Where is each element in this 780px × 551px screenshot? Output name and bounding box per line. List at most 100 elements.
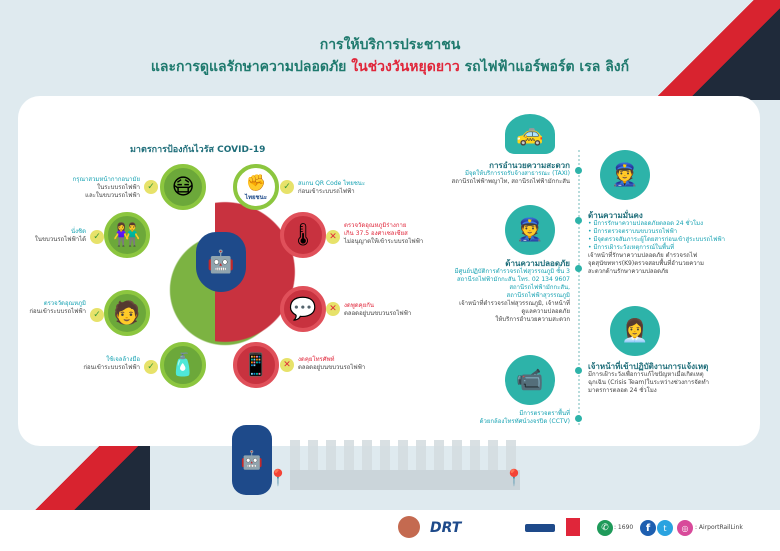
thaichana-qr-icon: ✊ไทยชนะ: [233, 164, 279, 210]
security-guards-icon: 👮: [600, 150, 650, 200]
timeline-dot: [575, 217, 582, 224]
title-part: และการดูแลรักษาความปลอดภัย: [150, 59, 352, 75]
item-line: ตรวจวัดอุณหภูมิ: [43, 300, 86, 307]
item-line: กรุณาสวมหน้ากากอนามัย: [72, 176, 140, 183]
section-title: การอำนวยความสะดวก: [489, 161, 570, 170]
title-line-2: และการดูแลรักษาความปลอดภัย ในช่วงวันหยุด…: [0, 56, 780, 78]
facebook-icon[interactable]: f: [640, 520, 656, 536]
bullet: • มีจุดตรวจสัมภาระผู้โดยสารก่อนเข้าสู่ระ…: [588, 236, 725, 243]
timeline-dot: [575, 367, 582, 374]
phone-icon[interactable]: ✆: [597, 520, 613, 536]
covid-item-qr: สแกน QR Code ไทยชนะก่อนเข้าระบบรถไฟฟ้า: [298, 180, 365, 196]
item-line: ให้บริการอำนวยความสะดวก: [495, 316, 570, 323]
item-line: จุดสุนัขทหาร(K9)ตรวจสอบพื้นที่อำนวยความ: [588, 260, 704, 267]
item-line: ฉุกเฉิน (Crisis Team)ในระหว่างช่วงการจัด…: [588, 379, 709, 386]
sit-together-icon: 👫: [104, 212, 150, 258]
mask-icon: 😷: [160, 164, 206, 210]
item-line: สถานีรถไฟฟ้ามักกะสัน โทร. 02 134 9607: [456, 276, 570, 283]
item-line: มีศูนย์ปฏิบัติการตำรวจรถไฟสุวรรณภูมิ ชั้…: [454, 268, 570, 275]
item-line: งดคุยโทรศัพท์: [298, 356, 335, 363]
bullet: • มีการตรวจตราบนขบวนรถไฟฟ้า: [588, 228, 678, 235]
check-icon: ✓: [90, 230, 104, 244]
item-line: สถานีรถไฟฟ้าพญาไท, สถานีรถไฟฟ้ามักกะสัน: [451, 178, 570, 185]
item-line: มีการเฝ้าระวังเพื่อการแก้ไขปัญหาเมื่อเกิ…: [588, 371, 704, 378]
thaichana-label: ไทยชนะ: [245, 193, 267, 201]
convenience-block: การอำนวยความสะดวกมีจุดให้บริการรถรับจ้าง…: [420, 162, 570, 186]
mascot-icon: 🤖: [232, 425, 272, 495]
corner-decoration-top-right: [650, 0, 780, 100]
item-line: ก่อนเข้าระบบรถไฟฟ้า: [298, 188, 355, 195]
item-line: และในขบวนรถไฟฟ้า: [85, 192, 140, 199]
cross-icon: ✕: [326, 230, 340, 244]
covid-item-gel: ใช้เจลล้างมือก่อนเข้าระบบรถไฟฟ้า: [40, 356, 140, 372]
covid-item-temp-check: ตรวจวัดอุณหภูมิก่อนเข้าระบบรถไฟฟ้า: [10, 300, 86, 316]
map-pin-icon: 📍: [504, 468, 524, 487]
item-line: สถานีรถไฟฟ้าสุวรรณภูมิ: [506, 292, 570, 299]
operator-icon: 👩‍💼: [610, 306, 660, 356]
item-line: มีจุดให้บริการรถรับจ้างสาธารณะ (TAXI): [464, 170, 570, 177]
bullet-text: มีการรักษาความปลอดภัยตลอด 24 ชั่วโมง: [593, 220, 704, 227]
item-line: สถานีรถไฟฟ้ามักกะสัน,: [509, 284, 570, 291]
bullet-text: มีการตรวจตราบนขบวนรถไฟฟ้า: [593, 228, 678, 235]
title-part: รถไฟฟ้าแอร์พอร์ต เรล ลิงก์: [459, 59, 630, 75]
item-line: สแกน QR Code ไทยชนะ: [298, 180, 366, 187]
covid-heading: มาตรการป้องกันไวรัส COVID-19: [130, 145, 266, 155]
item-line: ในระบบรถไฟฟ้า: [97, 184, 140, 191]
arl-logo: [566, 518, 580, 536]
cctv-block: มีการตรวจตราพื้นที่ด้วยกล้องโทรทัศน์วงจร…: [420, 410, 570, 426]
timeline-dot: [575, 167, 582, 174]
item-line: เจ้าหน้าที่ตำรวจรถไฟสุวรรณภูมิ, เจ้าหน้า…: [459, 300, 570, 307]
item-line: ใช้เจลล้างมือ: [106, 356, 140, 363]
footer: DRT ✆ : 1690 f t ◎ : AirportRailLink: [0, 510, 780, 551]
instagram-icon[interactable]: ◎: [677, 520, 693, 536]
security-block: ด้านความมั่นคง • มีการรักษาความปลอดภัยตล…: [588, 212, 725, 276]
item-line: งดพูดคุยกัน: [344, 302, 374, 309]
item-line: มาตรการตลอด 24 ชั่วโมง: [588, 387, 657, 394]
section-title: ด้านความมั่นคง: [588, 211, 643, 220]
no-phone-icon: 📱: [233, 342, 279, 388]
ministry-logo: [398, 516, 420, 538]
drt-logo: DRT: [430, 520, 462, 536]
item-line: ตลอดอยู่บนขบวนรถไฟฟ้า: [344, 310, 412, 317]
safety-block: ด้านความปลอดภัยมีศูนย์ปฏิบัติการตำรวจรถไ…: [420, 260, 570, 324]
section-title: เจ้าหน้าที่เข้าปฏิบัติงานการแจ้งเหตุ: [588, 362, 709, 371]
title-highlight: ในช่วงวันหยุดยาว: [351, 59, 460, 75]
thermometer-icon: 🌡: [280, 212, 326, 258]
temperature-check-icon: 🧑: [104, 290, 150, 336]
item-line: สะดวกด้านรักษาความปลอดภัย: [588, 268, 669, 275]
timeline-dot: [575, 265, 582, 272]
item-line: ก่อนเข้าระบบรถไฟฟ้า: [29, 308, 86, 315]
check-icon: ✓: [280, 180, 294, 194]
cross-icon: ✕: [326, 302, 340, 316]
hand-gel-icon: 🧴: [160, 342, 206, 388]
check-icon: ✓: [144, 360, 158, 374]
item-line: ตลอดอยู่บนขบวนรถไฟฟ้า: [298, 364, 366, 371]
covid-item-no-phone: งดคุยโทรศัพท์ตลอดอยู่บนขบวนรถไฟฟ้า: [298, 356, 365, 372]
bullet: • มีการเฝ้าระวังเหตุการณ์ในพื้นที่: [588, 244, 675, 251]
item-line: ก่อนเข้าระบบรถไฟฟ้า: [83, 364, 140, 371]
item-line: ไม่อนุญาตให้เข้าระบบรถไฟฟ้า: [344, 238, 424, 245]
mascot-icon: 🤖: [196, 232, 246, 292]
police-officers-icon: 👮: [505, 205, 555, 255]
item-line: นั่งชิด: [71, 228, 86, 235]
bullet: • มีการรักษาความปลอดภัยตลอด 24 ชั่วโมง: [588, 220, 704, 227]
check-icon: ✓: [90, 308, 104, 322]
item-line: ด้วยกล้องโทรทัศน์วงจรปิด (CCTV): [479, 418, 570, 425]
item-line: มีการตรวจตราพื้นที่: [519, 410, 570, 417]
covid-item-no-talk: งดพูดคุยกันตลอดอยู่บนขบวนรถไฟฟ้า: [344, 302, 411, 318]
bullet-text: มีการเฝ้าระวังเหตุการณ์ในพื้นที่: [593, 244, 675, 251]
item-line: ในขบวนรถไฟฟ้าได้: [34, 236, 86, 243]
cctv-icon: 📹: [505, 355, 555, 405]
item-line: ตรวจวัดอุณหภูมิร่างกาย: [344, 222, 407, 229]
twitter-icon[interactable]: t: [657, 520, 673, 536]
cross-icon: ✕: [280, 358, 294, 372]
no-talking-icon: 💬: [280, 286, 326, 332]
section-title: ด้านความปลอดภัย: [505, 259, 570, 268]
item-line: ดูแลความปลอดภัย: [521, 308, 570, 315]
hotline-number: : 1690: [614, 524, 634, 531]
covid-item-mask: กรุณาสวมหน้ากากอนามัยในระบบรถไฟฟ้าและในข…: [40, 176, 140, 200]
covid-item-temp-limit: ตรวจวัดอุณหภูมิร่างกายเกิน 37.5 องศาเซลเ…: [344, 222, 423, 246]
covid-item-sit: นั่งชิดในขบวนรถไฟฟ้าได้: [10, 228, 86, 244]
taxi-icon: 🚕: [505, 114, 555, 154]
map-pin-icon: 📍: [268, 468, 288, 487]
